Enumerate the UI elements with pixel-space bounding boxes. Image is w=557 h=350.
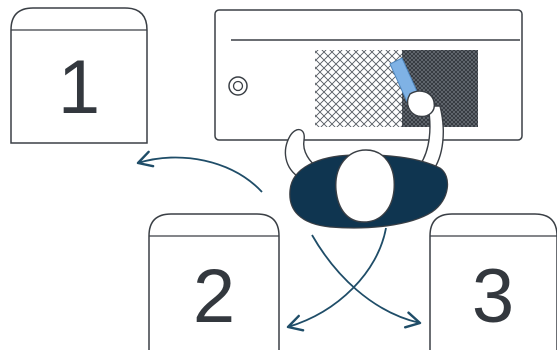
bin-1: 1 xyxy=(10,7,148,144)
person-head xyxy=(335,149,395,223)
bin-3-number: 3 xyxy=(472,254,514,339)
arrow-to-bin-3 xyxy=(311,234,422,329)
arrow-to-bin-1 xyxy=(136,150,263,193)
person-top-view-icon xyxy=(284,57,449,229)
bin-2: 2 xyxy=(148,213,280,350)
bin-2-number: 2 xyxy=(193,254,235,339)
person-right-arm xyxy=(419,105,444,173)
bin-2-outline xyxy=(148,213,280,350)
bin-3: 3 xyxy=(429,213,557,350)
output-tray-left xyxy=(315,50,405,127)
machine-button-inner xyxy=(232,80,244,92)
bin-1-outline xyxy=(10,7,148,144)
machine-button-icon xyxy=(228,76,248,96)
person-hand xyxy=(406,90,435,118)
bin-1-number: 1 xyxy=(58,45,100,130)
bin-3-outline xyxy=(429,213,557,350)
sorting-arrows xyxy=(136,150,422,332)
machine xyxy=(214,9,523,141)
arrow-to-bin-2 xyxy=(286,227,387,332)
